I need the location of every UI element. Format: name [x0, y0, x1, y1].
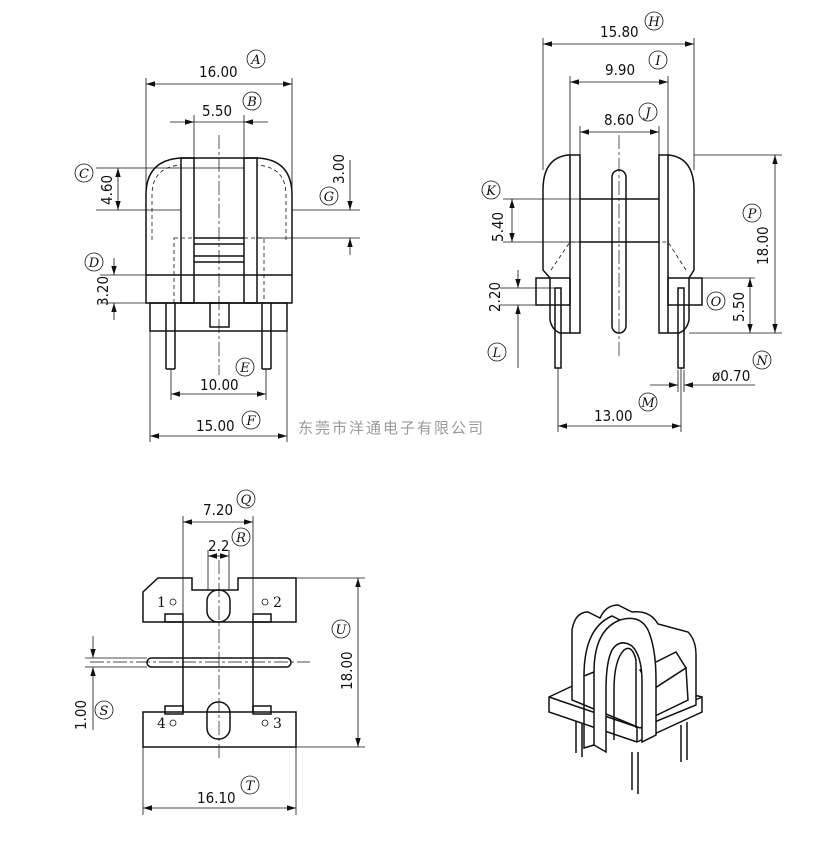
dim-label-Q: 7.20 [203, 501, 233, 519]
dim-label-G: 3.00 [330, 154, 348, 184]
tag-P: P [742, 203, 762, 223]
pin-number-2: 2 [273, 595, 282, 611]
svg-text:U: U [336, 623, 348, 638]
tag-J: J [638, 102, 658, 122]
dim-label-K: 5.40 [489, 212, 507, 242]
svg-text:B: B [246, 95, 257, 110]
tag-F: F [241, 410, 261, 430]
svg-text:T: T [246, 779, 256, 794]
svg-text:N: N [755, 354, 768, 369]
dim-label-B: 5.50 [202, 102, 232, 120]
svg-text:L: L [492, 346, 502, 361]
dim-label-A: 16.00 [199, 63, 238, 81]
isometric-view [548, 604, 703, 794]
tag-I: I [648, 50, 668, 70]
tag-U: U [331, 619, 351, 639]
tag-D: D [84, 252, 104, 272]
front-view [96, 78, 360, 442]
svg-text:Q: Q [241, 493, 252, 508]
svg-text:S: S [100, 704, 109, 719]
tag-M: M [638, 392, 658, 412]
dim-label-M: 13.00 [594, 407, 633, 425]
dimension-labels: 16.00 5.50 10.00 15.00 15.80 9.90 8.60 1… [72, 23, 772, 807]
pin-number-1: 1 [157, 595, 166, 611]
svg-text:K: K [485, 184, 497, 199]
tag-Q: Q [236, 489, 256, 509]
tag-T: T [240, 775, 260, 795]
svg-text:O: O [711, 295, 722, 310]
dim-label-R: 2.2 [208, 537, 229, 555]
bottom-view [85, 516, 365, 815]
svg-text:J: J [642, 106, 651, 121]
svg-text:P: P [747, 207, 757, 222]
pin-numbers: 1 2 3 4 [157, 595, 282, 732]
svg-text:C: C [79, 167, 89, 182]
tag-A: A [246, 49, 266, 69]
tag-S: S [94, 700, 114, 720]
dim-label-N: ø0.70 [712, 367, 750, 385]
svg-text:F: F [245, 414, 256, 429]
svg-text:H: H [647, 15, 660, 30]
svg-text:M: M [640, 396, 655, 411]
svg-text:G: G [324, 190, 334, 205]
dim-label-H: 15.80 [600, 23, 639, 41]
dim-label-I: 9.90 [605, 61, 635, 79]
dim-label-T: 16.10 [197, 789, 236, 807]
tag-B: B [242, 91, 262, 111]
svg-text:D: D [88, 256, 100, 271]
tag-C: C [74, 163, 94, 183]
company-watermark: 东莞市洋通电子有限公司 [298, 419, 485, 437]
dim-label-L: 2.20 [486, 282, 504, 312]
dim-label-C: 4.60 [98, 175, 116, 205]
dim-label-P: 18.00 [754, 226, 772, 265]
pin-number-4: 4 [157, 716, 166, 732]
tag-O: O [706, 291, 726, 311]
tag-R: R [231, 527, 251, 547]
dim-label-D: 3.20 [94, 276, 112, 306]
dim-label-S: 1.00 [72, 700, 90, 730]
svg-text:R: R [235, 531, 246, 546]
dim-label-J: 8.60 [604, 111, 634, 129]
svg-text:E: E [239, 361, 250, 376]
dim-label-F: 15.00 [196, 417, 235, 435]
tag-E: E [235, 357, 255, 377]
tag-L: L [487, 342, 507, 362]
tag-N: N [752, 350, 772, 370]
svg-text:I: I [654, 54, 661, 69]
side-view [500, 38, 782, 432]
tag-G: G [319, 186, 339, 206]
tag-H: H [644, 11, 664, 31]
tag-K: K [481, 180, 501, 200]
dim-label-O: 5.50 [730, 292, 748, 322]
reference-tags: A B C D E F G H I J K L M N O P Q R S T … [74, 11, 772, 795]
svg-text:A: A [250, 53, 260, 68]
dim-label-E: 10.00 [200, 376, 239, 394]
dim-label-U: 18.00 [338, 651, 356, 690]
pin-number-3: 3 [273, 716, 282, 732]
